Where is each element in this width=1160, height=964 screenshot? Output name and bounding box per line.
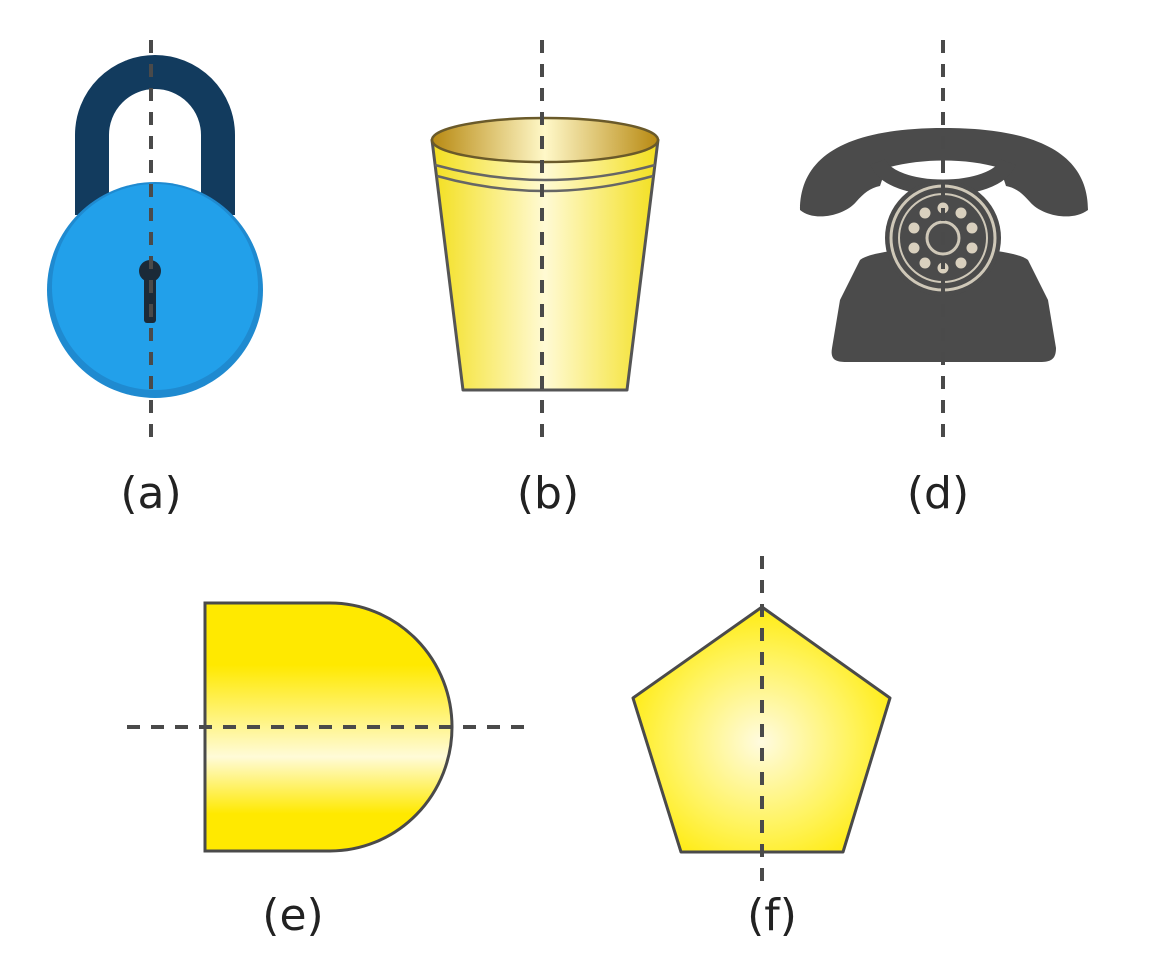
label-f: (f) bbox=[747, 890, 797, 941]
figure-f: (f) bbox=[631, 556, 892, 941]
figure-e: (e) bbox=[127, 601, 530, 941]
label-b: (b) bbox=[517, 468, 579, 519]
label-a: (a) bbox=[120, 468, 181, 519]
figure-a: (a) bbox=[47, 40, 263, 519]
label-e: (e) bbox=[262, 890, 323, 941]
figure-d: (d) bbox=[800, 40, 1088, 519]
label-d: (d) bbox=[907, 468, 969, 519]
bucket-icon bbox=[430, 116, 660, 392]
figure-b: (b) bbox=[430, 40, 660, 519]
padlock-icon bbox=[47, 55, 263, 398]
